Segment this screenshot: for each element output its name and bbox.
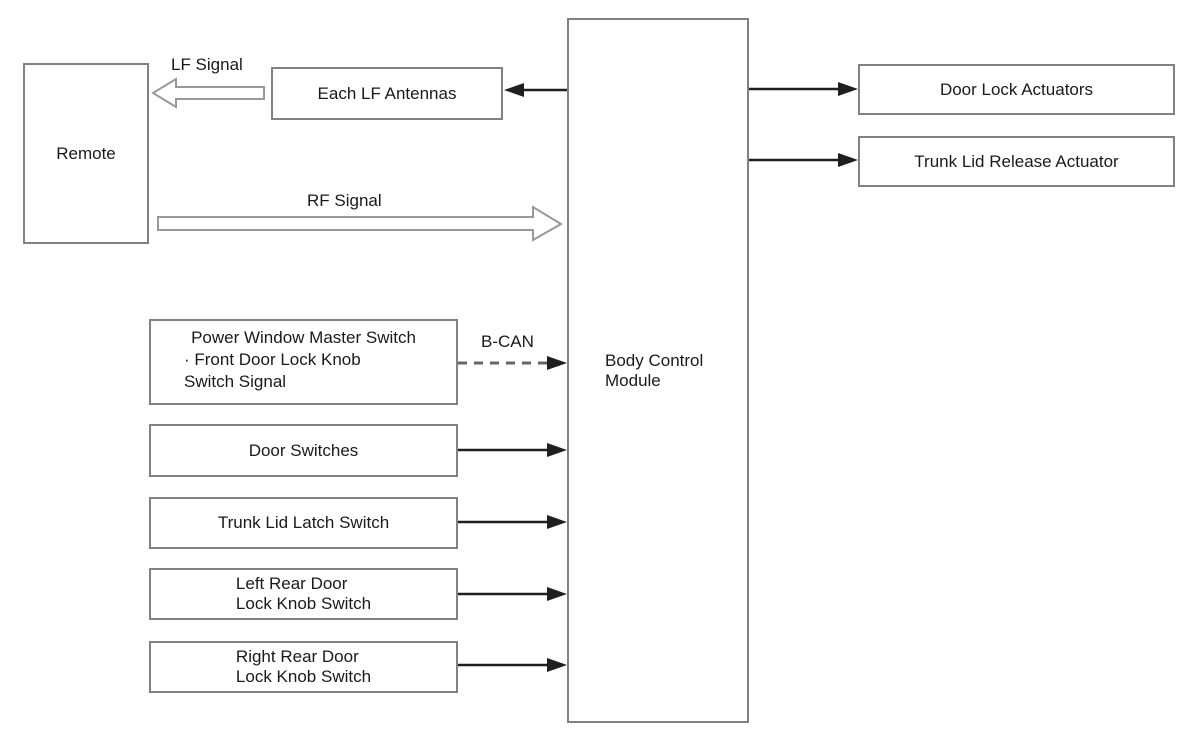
lf-signal-hollow-arrow: [151, 77, 265, 109]
arrow-bcm-to-door-lock-actuators: [749, 82, 858, 96]
node-each-lf-antennas-label: Each LF Antennas: [317, 83, 457, 103]
node-pwms-title: Power Window Master Switch: [191, 328, 416, 347]
node-power-window-master-switch: Power Window Master Switch · Front Door …: [149, 319, 458, 405]
node-remote-label: Remote: [56, 143, 116, 163]
node-door-switches-label: Door Switches: [248, 440, 359, 460]
node-body-control-module: Body Control Module: [567, 18, 749, 723]
rf-signal-hollow-arrow: [157, 205, 563, 242]
node-pwms-subline-2: Switch Signal: [184, 372, 287, 391]
node-trunk-lid-release-actuator-label: Trunk Lid Release Actuator: [914, 151, 1119, 171]
node-right-rear-door-lock-knob-switch: Right Rear Door Lock Knob Switch: [149, 641, 458, 693]
arrow-door-switches-to-bcm: [458, 443, 567, 457]
node-trunk-lid-latch-switch-label: Trunk Lid Latch Switch: [217, 513, 390, 532]
b-can-label: B-CAN: [481, 332, 534, 351]
arrow-left-rear-knob-to-bcm: [458, 587, 567, 601]
node-door-switches: Door Switches: [149, 424, 458, 477]
lf-signal-label: LF Signal: [171, 55, 243, 74]
node-door-lock-actuators-label: Door Lock Actuators: [939, 79, 1094, 99]
arrow-bcm-to-trunk-lid-release-actuator: [749, 153, 858, 167]
node-remote: Remote: [23, 63, 149, 244]
arrow-bcm-to-lf-antennas: [504, 83, 567, 97]
node-left-rear-door-lock-knob-switch: Left Rear Door Lock Knob Switch: [149, 568, 458, 620]
arrow-right-rear-knob-to-bcm: [458, 658, 567, 672]
arrow-trunk-lid-latch-to-bcm: [458, 515, 567, 529]
node-trunk-lid-latch-switch: Trunk Lid Latch Switch: [149, 497, 458, 549]
node-body-control-module-label: Body Control Module: [605, 350, 704, 390]
node-pwms-subline-1: · Front Door Lock Knob: [184, 350, 361, 369]
node-each-lf-antennas: Each LF Antennas: [271, 67, 503, 120]
arrow-pwms-to-bcm-dashed: [458, 356, 567, 370]
node-right-rear-door-lock-knob-switch-label: Right Rear Door Lock Knob Switch: [235, 647, 372, 686]
node-left-rear-door-lock-knob-switch-label: Left Rear Door Lock Knob Switch: [235, 574, 372, 613]
rf-signal-label: RF Signal: [307, 191, 382, 210]
node-door-lock-actuators: Door Lock Actuators: [858, 64, 1175, 115]
node-trunk-lid-release-actuator: Trunk Lid Release Actuator: [858, 136, 1175, 187]
